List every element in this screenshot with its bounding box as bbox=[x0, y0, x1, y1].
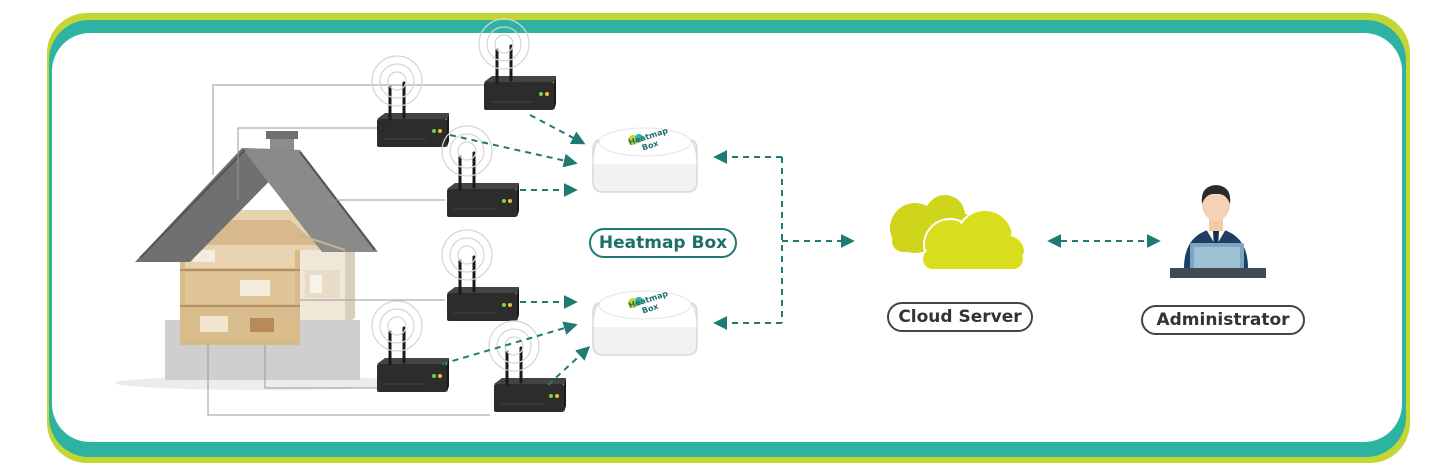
administrator-icon bbox=[1170, 185, 1266, 278]
wiring-lines bbox=[207, 84, 490, 416]
arrow-router-to-box bbox=[529, 114, 586, 145]
arrow-router-to-box bbox=[547, 346, 591, 386]
cloud-icon bbox=[890, 195, 1026, 272]
administrator-label: Administrator bbox=[1141, 305, 1305, 335]
arrow-router-to-box bbox=[441, 321, 578, 365]
cloud-server-label: Cloud Server bbox=[887, 302, 1033, 332]
heatmap-box-icon: Heatmap Box bbox=[592, 126, 698, 193]
heatmap-box-label: Heatmap Box bbox=[589, 228, 737, 258]
heatmap-box-icon: Heatmap Box bbox=[592, 289, 698, 356]
